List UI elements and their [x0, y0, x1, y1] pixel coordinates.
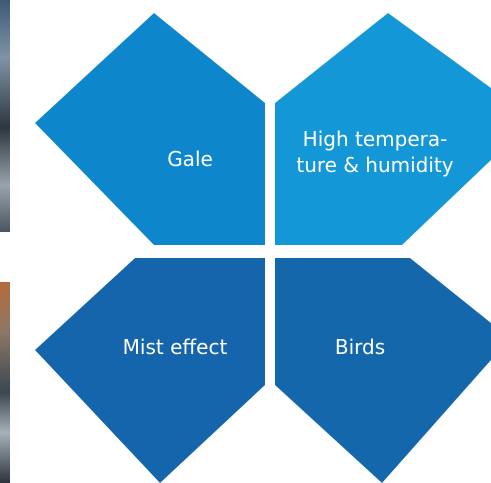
petal-birds: [275, 258, 491, 483]
label-mist-effect: Mist effect: [122, 335, 228, 359]
label-high-temperature-line2: ture & humidity: [296, 153, 454, 177]
photo-edge-top: [0, 0, 10, 232]
label-high-temperature-line1: High tempera-: [302, 127, 448, 151]
photo-edge-bottom: [0, 282, 10, 483]
petal-high-temperature-humidity: [275, 13, 491, 245]
petal-mist-effect: [35, 258, 265, 483]
label-gale: Gale: [167, 147, 213, 171]
label-birds: Birds: [334, 335, 386, 359]
label-high-temperature-humidity: High tempera- ture & humidity: [276, 126, 474, 178]
petal-gale: [35, 13, 265, 245]
